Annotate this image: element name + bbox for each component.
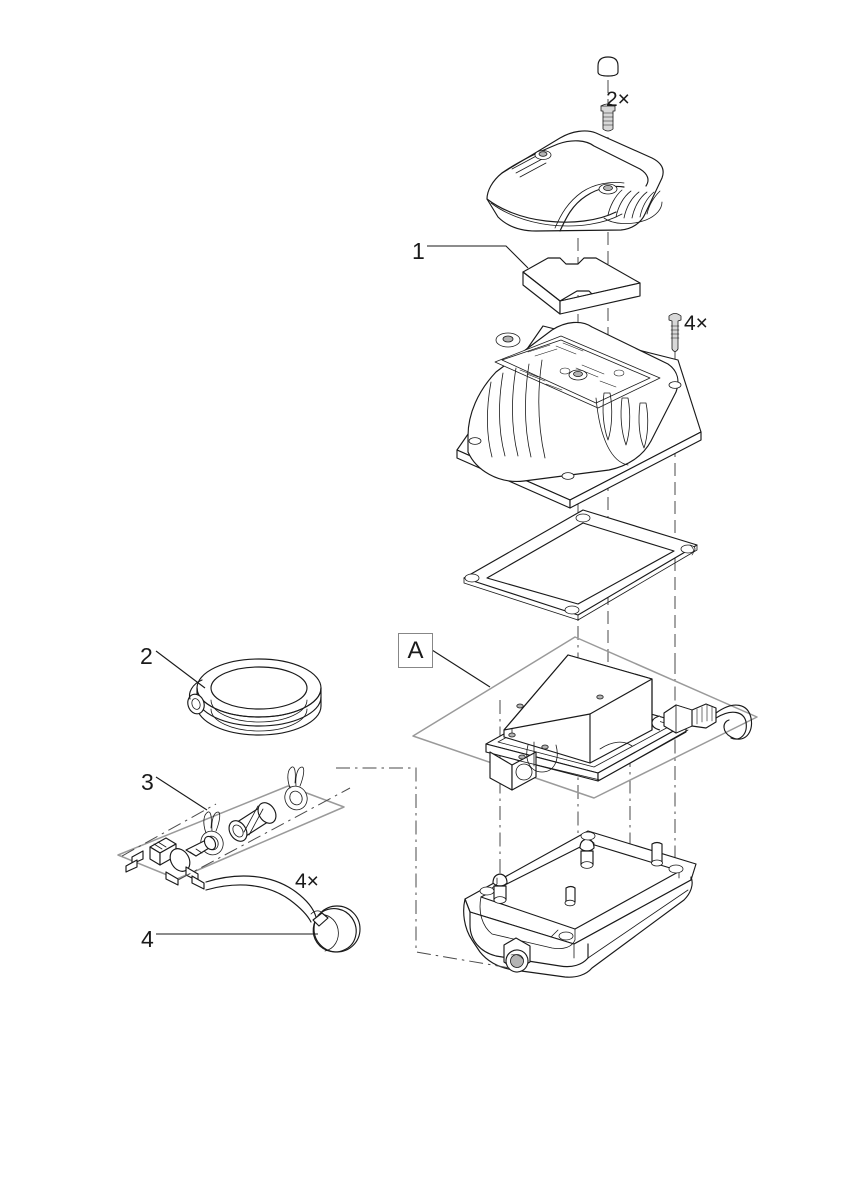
base-tray-part — [463, 830, 697, 978]
detail-marker-a: A — [398, 633, 433, 668]
inner-housing-part — [456, 321, 702, 509]
quantity-label-4x-air-stone: 4× — [295, 870, 319, 893]
connector-kit-part — [125, 766, 308, 890]
top-cover-part — [486, 130, 664, 232]
gasket-frame-part — [463, 509, 698, 621]
callout-label-4: 4 — [141, 926, 154, 952]
callout-label-1: 1 — [412, 238, 425, 264]
callout-label-3: 3 — [141, 769, 154, 795]
foam-pad-part — [522, 257, 641, 315]
pump-module-part — [485, 654, 753, 791]
callout-label-2: 2 — [140, 643, 153, 669]
connector-kit-group-box — [117, 785, 345, 880]
leader-lines — [155, 245, 529, 935]
assembly-path — [121, 767, 511, 969]
air-hose-coil-part — [187, 658, 322, 736]
cover-screw-part — [600, 103, 616, 132]
quantity-label-4x-screws: 4× — [684, 312, 708, 335]
quantity-label-2x: 2× — [606, 88, 630, 111]
cover-cap-part — [597, 56, 619, 77]
housing-screw-part — [668, 313, 682, 352]
air-stone-part — [205, 875, 361, 953]
